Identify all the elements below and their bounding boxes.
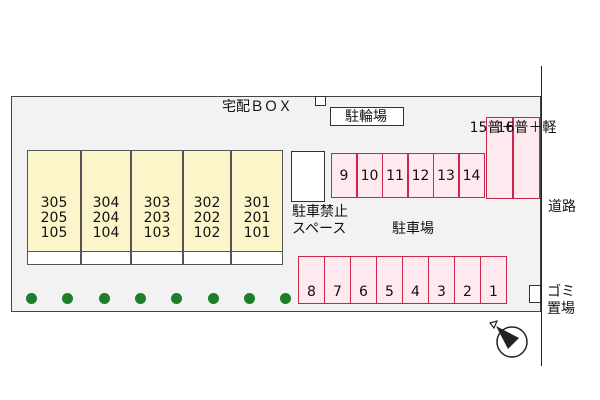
building-balcony [132,251,182,264]
tree-icon [280,293,292,304]
parking-stall: 10 [356,153,383,198]
stall-type: 普 [514,120,529,136]
room-number: 101 [243,225,271,241]
parking-stall-compact: 15普＋軽 [470,117,529,199]
parking-stall: 5 [376,256,403,304]
tree-icon [243,293,255,304]
parking-stall: 1 [480,256,507,304]
north-arrow-icon [488,320,528,358]
parking-stall: 3 [428,256,455,304]
no-parking-label-1: 駐車禁止 [292,204,348,220]
parking-stall: 11 [382,153,408,198]
stall-number: 16 [496,120,515,136]
garbage-box [529,285,541,303]
stall-type: 普 [487,120,502,136]
room-number: 203 [143,210,171,226]
room-number: 103 [143,225,171,241]
parking-stall: 6 [350,256,377,304]
tree-icon [207,293,219,304]
no-parking-label-2: スペース [292,221,347,237]
delivery-box-label: 宅配ＢＯＸ [222,99,292,115]
road-edge [541,66,542,366]
tree-icon [134,293,146,304]
room-number: 302 [193,195,221,211]
building-balcony [184,251,230,264]
room-number: 201 [243,210,271,226]
parking-stall: 14 [458,153,485,198]
building-balcony [232,251,282,264]
building-balcony [82,251,130,264]
parking-stall: 9 [331,153,357,198]
room-number: 105 [40,225,68,241]
delivery-box [315,96,326,106]
parking-stall: 7 [324,256,351,304]
parking-stall: 13 [433,153,459,198]
building-balcony [28,251,80,264]
stall-type: ＋ [528,120,543,136]
parking-stall: 12 [407,153,434,198]
garbage-label-2: 置場 [547,301,575,317]
room-number: 301 [243,195,271,211]
bicycle-parking-label: 駐輪場 [345,109,387,125]
tree-icon [26,293,37,304]
no-parking-box [291,151,325,202]
stall-type: 軽 [542,120,557,136]
room-number: 304 [92,195,120,211]
room-number: 204 [92,210,120,226]
parking-lot-label: 駐車場 [392,221,434,237]
room-number: 102 [193,225,221,241]
room-number: 202 [193,210,221,226]
tree-icon [171,293,183,304]
bicycle-parking: 駐輪場 [330,107,404,126]
tree-icon [62,293,74,304]
stall-number: 15 [469,120,488,136]
road-label: 道路 [548,199,576,215]
room-number: 205 [40,210,68,226]
parking-stall: 2 [454,256,481,304]
stall-type: ＋ [501,120,516,136]
room-number: 305 [40,195,68,211]
room-number: 104 [92,225,120,241]
garbage-label-1: ゴミ [547,284,575,300]
room-number: 303 [143,195,171,211]
parking-stall: 4 [402,256,429,304]
tree-icon [98,293,110,304]
parking-stall: 8 [298,256,325,304]
